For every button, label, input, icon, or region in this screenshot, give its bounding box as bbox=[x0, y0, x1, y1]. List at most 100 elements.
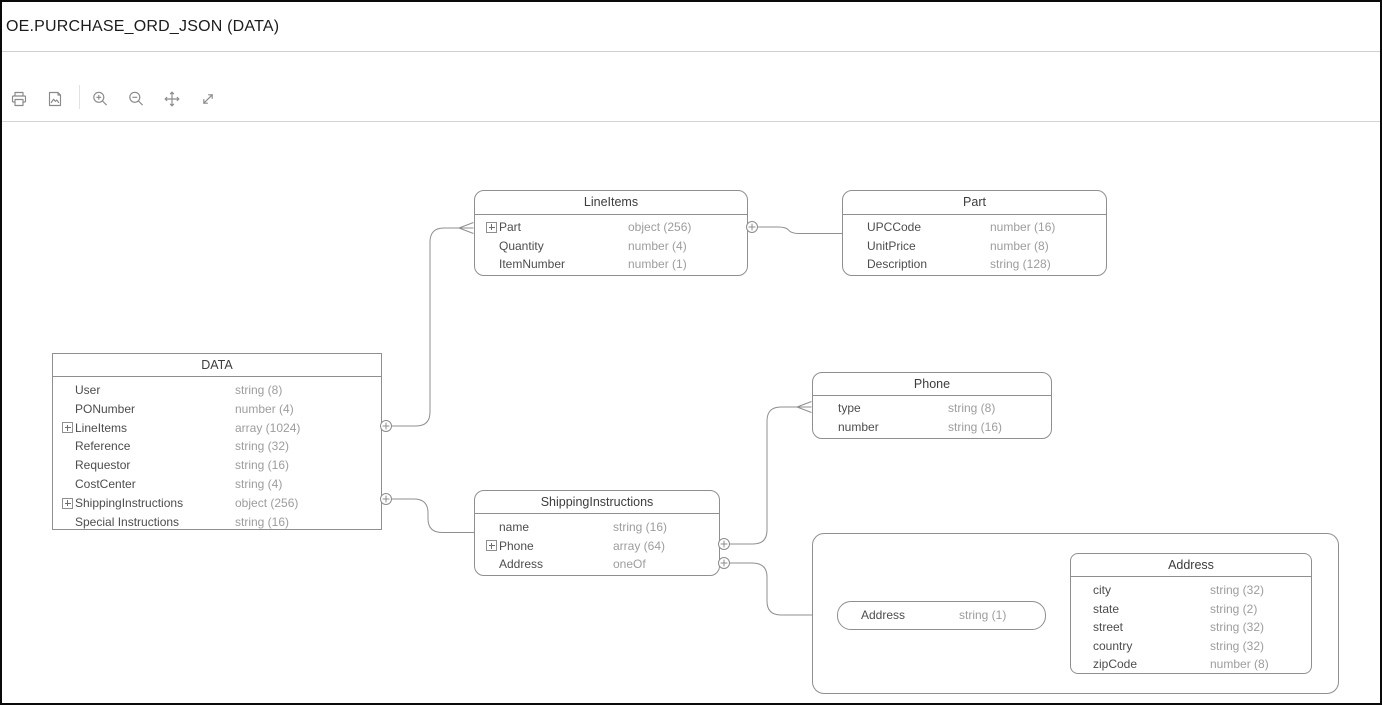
field-name: Part bbox=[499, 220, 522, 234]
zoom-out-button[interactable] bbox=[124, 89, 148, 113]
resize-diagonal-icon bbox=[198, 89, 218, 114]
field-type: string (8) bbox=[948, 401, 996, 415]
crows-foot-icon bbox=[458, 222, 474, 229]
field-type: number (8) bbox=[1210, 657, 1269, 672]
field-type: number (16) bbox=[990, 220, 1056, 234]
connector-line bbox=[391, 498, 474, 533]
field-type: number (4) bbox=[628, 238, 687, 253]
field-row-ponumber: PONumber number (4) bbox=[53, 400, 381, 419]
field-type: number (4) bbox=[235, 401, 294, 416]
expand-plus-icon[interactable] bbox=[486, 540, 497, 552]
field-type: string (32) bbox=[1210, 620, 1265, 635]
field-name: Requestor bbox=[75, 458, 131, 473]
entity-title: DATA bbox=[53, 354, 381, 377]
collapse-terminal-icon[interactable] bbox=[746, 221, 758, 233]
field-row-unitprice: UnitPrice number (8) bbox=[843, 237, 1106, 256]
field-name: Description bbox=[867, 257, 928, 272]
toolbar-divider bbox=[79, 85, 80, 109]
field-name: name bbox=[499, 520, 530, 534]
field-type: number (8) bbox=[990, 238, 1049, 253]
field-type: string (32) bbox=[1210, 583, 1265, 597]
field-name: ItemNumber bbox=[499, 257, 566, 272]
entity-phone[interactable]: Phone type string (8) number string (16) bbox=[812, 372, 1052, 439]
connector-line bbox=[757, 226, 842, 234]
connector-line bbox=[729, 562, 812, 616]
field-type: string (1) bbox=[959, 608, 1007, 622]
page-title: OE.PURCHASE_ORD_JSON (DATA) bbox=[6, 18, 280, 35]
field-type: string (128) bbox=[990, 257, 1051, 272]
field-type: object (256) bbox=[628, 220, 692, 234]
connector-line bbox=[391, 227, 474, 427]
toolbar bbox=[2, 52, 1380, 122]
field-name: Reference bbox=[75, 439, 131, 454]
field-row-part: Part object (256) bbox=[475, 218, 747, 237]
collapse-terminal-icon[interactable] bbox=[380, 493, 392, 505]
field-type: string (32) bbox=[235, 439, 290, 454]
entity-address-group[interactable] bbox=[812, 533, 1339, 694]
entity-data[interactable]: DATA User string (8) PONumber number (4) Line… bbox=[52, 353, 382, 530]
header: OE.PURCHASE_ORD_JSON (DATA) bbox=[2, 2, 1380, 52]
field-name: ShippingInstructions bbox=[75, 495, 184, 510]
field-name: zipCode bbox=[1093, 657, 1138, 672]
pan-button[interactable] bbox=[160, 89, 184, 113]
crows-foot-icon bbox=[796, 406, 812, 413]
field-name: Special Instructions bbox=[75, 514, 180, 529]
field-name: User bbox=[75, 383, 101, 397]
collapse-terminal-icon[interactable] bbox=[718, 557, 730, 569]
field-row-street: street string (32) bbox=[1071, 618, 1311, 637]
field-type: string (16) bbox=[235, 458, 290, 473]
field-type: string (16) bbox=[235, 514, 290, 529]
zoom-in-button[interactable] bbox=[88, 89, 112, 113]
field-row-requestor: Requestor string (16) bbox=[53, 456, 381, 475]
entity-title: Phone bbox=[813, 373, 1051, 396]
collapse-terminal-icon[interactable] bbox=[718, 538, 730, 550]
field-row-name: name string (16) bbox=[475, 518, 719, 537]
field-type: string (4) bbox=[235, 477, 283, 491]
field-name: UnitPrice bbox=[867, 238, 916, 253]
field-type: string (8) bbox=[235, 383, 283, 397]
field-name: number bbox=[838, 419, 879, 434]
field-name: street bbox=[1093, 620, 1124, 635]
entity-title: Address bbox=[1071, 554, 1311, 577]
field-row-reference: Reference string (32) bbox=[53, 437, 381, 456]
expand-plus-icon[interactable] bbox=[62, 422, 73, 434]
field-row-city: city string (32) bbox=[1071, 581, 1311, 600]
field-name: city bbox=[1093, 583, 1111, 597]
printer-icon bbox=[9, 89, 29, 114]
expand-plus-icon[interactable] bbox=[486, 221, 497, 233]
collapse-terminal-icon[interactable] bbox=[380, 420, 392, 432]
resize-button[interactable] bbox=[196, 89, 220, 113]
zoom-in-icon bbox=[90, 89, 110, 114]
connector-lineitems-part bbox=[746, 221, 842, 234]
connector-shippinginstructions-phone bbox=[718, 401, 812, 550]
print-button[interactable] bbox=[7, 89, 31, 113]
expand-plus-icon[interactable] bbox=[62, 497, 73, 509]
field-type: string (16) bbox=[613, 520, 668, 534]
crows-foot-icon bbox=[796, 401, 812, 408]
field-type: oneOf bbox=[613, 557, 646, 572]
field-name: PONumber bbox=[75, 401, 136, 416]
field-name: type bbox=[838, 401, 861, 415]
field-type: array (1024) bbox=[235, 420, 301, 435]
field-type: array (64) bbox=[613, 538, 666, 553]
field-row-special-instructions: Special Instructions string (16) bbox=[53, 513, 381, 532]
export-image-icon bbox=[45, 89, 65, 114]
export-image-button[interactable] bbox=[43, 89, 67, 113]
zoom-out-icon bbox=[126, 89, 146, 114]
field-type: string (16) bbox=[948, 419, 1003, 434]
